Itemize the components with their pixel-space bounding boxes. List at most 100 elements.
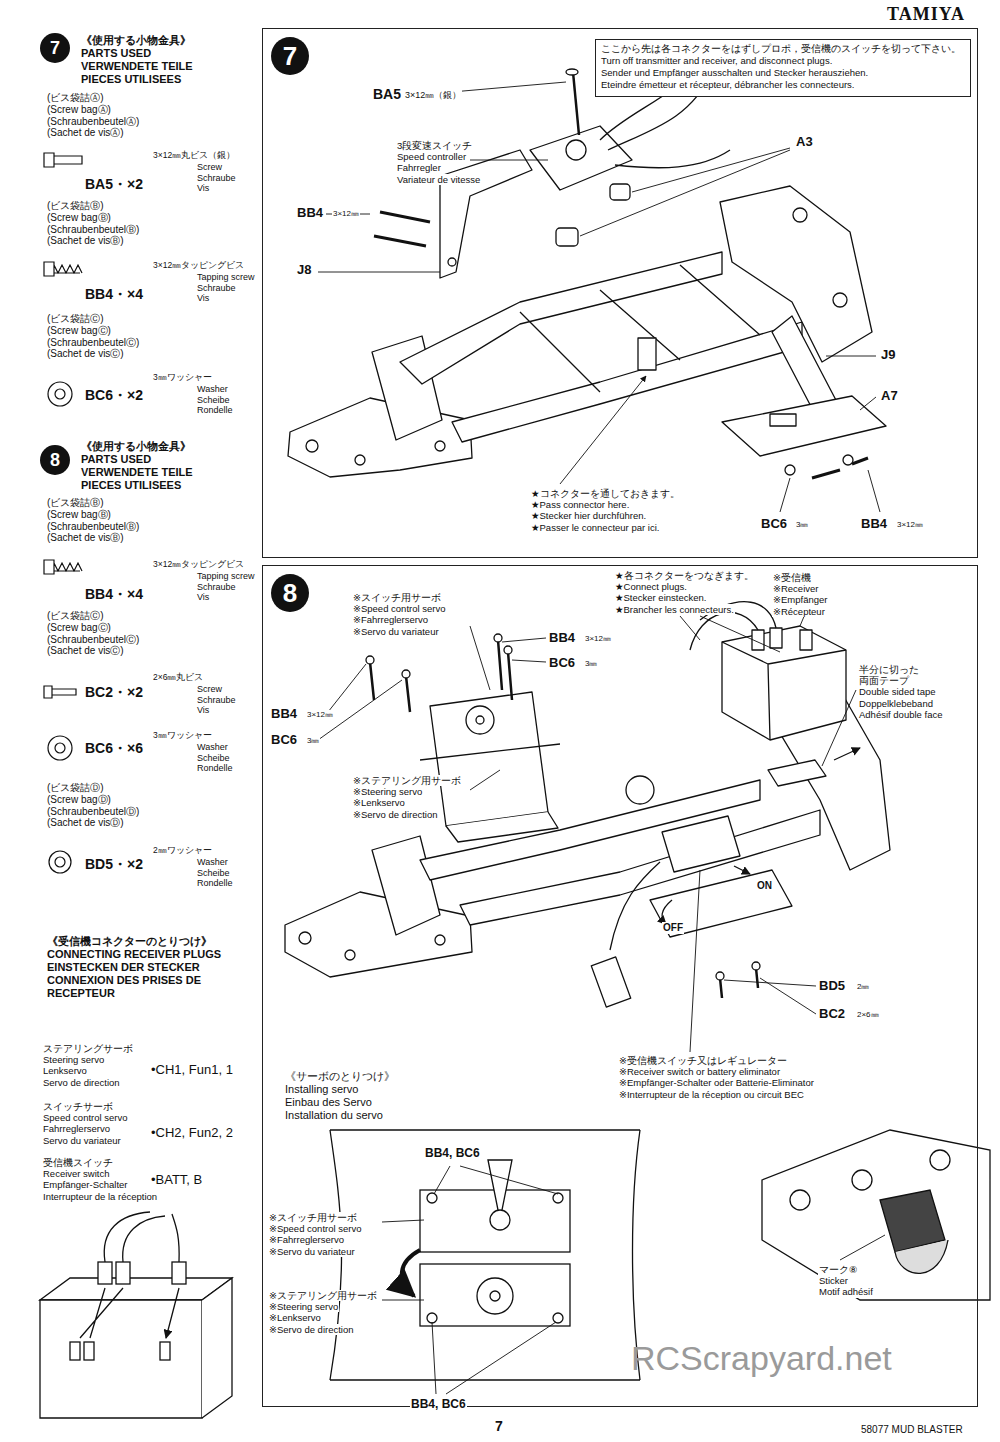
bag-label: (SchraubenbeutelⒸ) xyxy=(46,634,140,646)
part-code: BC6 xyxy=(548,655,576,670)
label-group: BC6・×2 xyxy=(84,387,144,404)
part-description: ※Fahrreglerservo xyxy=(268,1234,345,1245)
part-description: 3×12㎜タッピングビス xyxy=(152,559,245,569)
part-code: BD5 xyxy=(818,978,846,993)
label-group: BC6 xyxy=(548,655,576,670)
label-group: BB4, BC6 xyxy=(410,1397,467,1411)
part-description: Schraube xyxy=(196,173,237,184)
label-group: BB4, BC6 xyxy=(424,1146,481,1160)
label-group: (ビス袋詰Ⓒ)(Screw bagⒸ)(SchraubenbeutelⒸ)(Sa… xyxy=(46,313,140,360)
dimension: 3㎜ xyxy=(795,520,809,529)
label-group: ON xyxy=(756,880,773,892)
bag-label: (Screw bagⒶ) xyxy=(46,104,112,116)
label-group: 3段変速スイッチSpeed controllerFahrreglerVariat… xyxy=(396,140,481,185)
label-group: BB4 xyxy=(270,706,298,721)
receiver-drawing xyxy=(40,1212,232,1418)
bag-label: (Sachet de visⒸ) xyxy=(46,348,125,360)
label-group: BA5・×2 xyxy=(84,176,144,193)
bag-label: (Screw bagⒸ) xyxy=(46,622,112,634)
leader-line xyxy=(560,376,646,484)
label-group: BC6 xyxy=(270,732,298,747)
label-group: BB4 xyxy=(860,516,888,531)
chassis-drawing xyxy=(720,968,758,998)
section-heading: VERWENDETE TEILE xyxy=(80,466,194,479)
bag-label: (ビス袋詰Ⓒ) xyxy=(46,610,105,622)
servo-inset xyxy=(427,1193,437,1203)
switch-mark: OFF xyxy=(662,922,684,934)
part-description: ※Servo de direction xyxy=(268,1324,355,1335)
leader-line xyxy=(690,870,700,1052)
section-heading: PIECES UTILISEES xyxy=(80,73,182,86)
label-group: ※ステアリング用サーボ※Steering servo※Lenkservo※Ser… xyxy=(268,1290,378,1335)
leader-line xyxy=(382,1300,424,1301)
part-description: ※Lenkservo xyxy=(268,1312,322,1323)
dimension: 2㎜ xyxy=(856,982,870,991)
label-group: WasherScheibeRondelle xyxy=(196,384,234,416)
label-group: ScrewSchraubeVis xyxy=(196,684,237,716)
part-description: Rondelle xyxy=(196,763,234,774)
servo-name: Servo de direction xyxy=(42,1077,121,1088)
bag-label: (SchraubenbeutelⒷ) xyxy=(46,521,140,533)
part-description: ※スイッチ用サーボ xyxy=(268,1212,358,1223)
sticker-inset xyxy=(895,1240,948,1273)
chassis-drawing xyxy=(690,602,776,650)
chassis-drawing xyxy=(435,935,445,945)
hardware-icon xyxy=(44,560,82,574)
receiver-drawing xyxy=(172,1262,186,1284)
section-heading: PARTS USED xyxy=(80,47,152,60)
assembly-note: ★Brancher les connecteurs. xyxy=(614,604,735,615)
part-description: Double sided tape xyxy=(858,686,937,697)
leader-line xyxy=(382,1166,558,1394)
part-code: J8 xyxy=(296,262,312,277)
leader-line xyxy=(470,626,490,690)
part-description: ※スイッチ用サーボ xyxy=(352,592,442,603)
part-code: BB4・×4 xyxy=(84,586,144,603)
servo-inset xyxy=(402,1250,420,1296)
sticker-inset xyxy=(762,1130,990,1300)
step-panel: 7ここから先は各コネクターをはずしプロポ，受信機のスイッチを切って下さい。Tur… xyxy=(262,28,978,558)
label-group: BC6・×6 xyxy=(84,740,144,757)
servo-name: Empfänger-Schalter xyxy=(42,1179,128,1190)
chassis-drawing xyxy=(306,440,318,452)
part-description: 両面テープ xyxy=(858,675,910,686)
part-description: ※Receiver xyxy=(772,583,819,594)
label-group: 2×6㎜ xyxy=(856,1010,880,1019)
bag-label: (SchraubenbeutelⒹ) xyxy=(46,806,140,818)
label-group: ※ステアリング用サーボ※Steering servo※Lenkservo※Ser… xyxy=(352,775,462,820)
label-group: (ビス袋詰Ⓒ)(Screw bagⒸ)(SchraubenbeutelⒸ)(Sa… xyxy=(46,610,140,657)
bag-label: (SchraubenbeutelⒶ) xyxy=(46,116,140,128)
label-group: BC2・×2 xyxy=(84,684,144,701)
chassis-drawing xyxy=(566,140,586,160)
chassis-drawing xyxy=(770,628,782,648)
receiver-drawing xyxy=(70,1342,80,1360)
label-group: 58077 MUD BLASTER xyxy=(860,1424,964,1436)
hardware-icon xyxy=(44,153,82,873)
label-group: 3×12㎜ xyxy=(332,209,360,218)
servo-name: Speed control servo xyxy=(42,1112,129,1123)
servo-name: Interrupteur de la réception xyxy=(42,1191,158,1202)
label-group: 3×12㎜（銀） xyxy=(404,90,462,101)
bag-label: (ビス袋詰Ⓒ) xyxy=(46,313,105,325)
leader-line xyxy=(822,690,856,766)
chassis-drawing xyxy=(446,812,558,842)
section-heading: 《受信機コネクターのとりつけ》 xyxy=(46,935,251,948)
part-description: Tapping screw xyxy=(196,571,256,582)
part-code: A7 xyxy=(880,388,899,403)
chassis-drawing xyxy=(355,455,365,465)
label-group: 《使用する小物金具》PARTS USEDVERWENDETE TEILEPIEC… xyxy=(80,34,194,86)
label-group: 3×12㎜ xyxy=(896,520,924,529)
part-description: Schraube xyxy=(196,582,237,593)
chassis-drawing xyxy=(285,892,472,977)
chassis-drawing xyxy=(288,398,472,477)
label-group: マーク⑧StickerMotif adhésif xyxy=(818,1264,874,1298)
chassis-drawing xyxy=(793,208,807,222)
chassis-drawing xyxy=(530,126,632,190)
label-group: •CH2, Fun2, 2 xyxy=(150,1125,234,1140)
part-description: Tapping screw xyxy=(196,272,256,283)
part-description: Schraube xyxy=(196,695,237,706)
chassis-drawing xyxy=(435,441,445,451)
assembly-note: ★各コネクターをつなぎます。 xyxy=(614,570,755,581)
leader-line xyxy=(318,82,880,512)
chassis-drawing xyxy=(638,338,656,370)
chassis-drawing xyxy=(402,670,410,678)
